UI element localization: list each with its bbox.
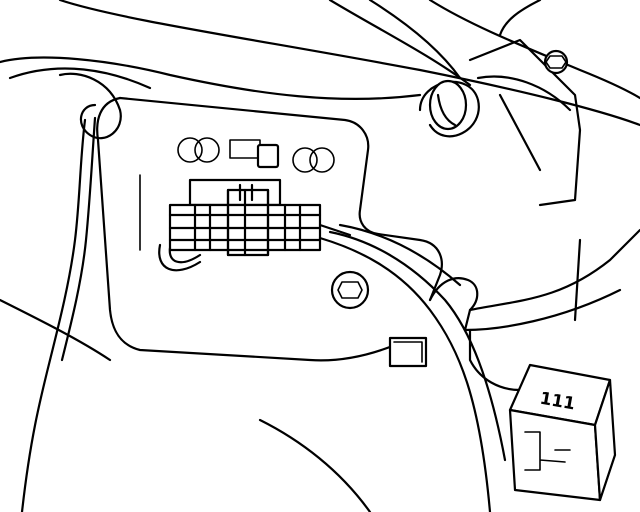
relay-box: 111 [508, 363, 617, 502]
square-socket [388, 336, 428, 368]
connector-wires [318, 223, 507, 512]
right-structure [428, 228, 640, 392]
mounting-bracket [468, 38, 582, 207]
mounting-plate [96, 96, 443, 362]
bracket-bolt [543, 49, 569, 75]
wire-harness-left [20, 72, 122, 512]
hex-bolt [330, 270, 370, 310]
harness-connector [158, 178, 352, 272]
lower-left-body [0, 298, 372, 512]
wire-clip [418, 79, 480, 138]
